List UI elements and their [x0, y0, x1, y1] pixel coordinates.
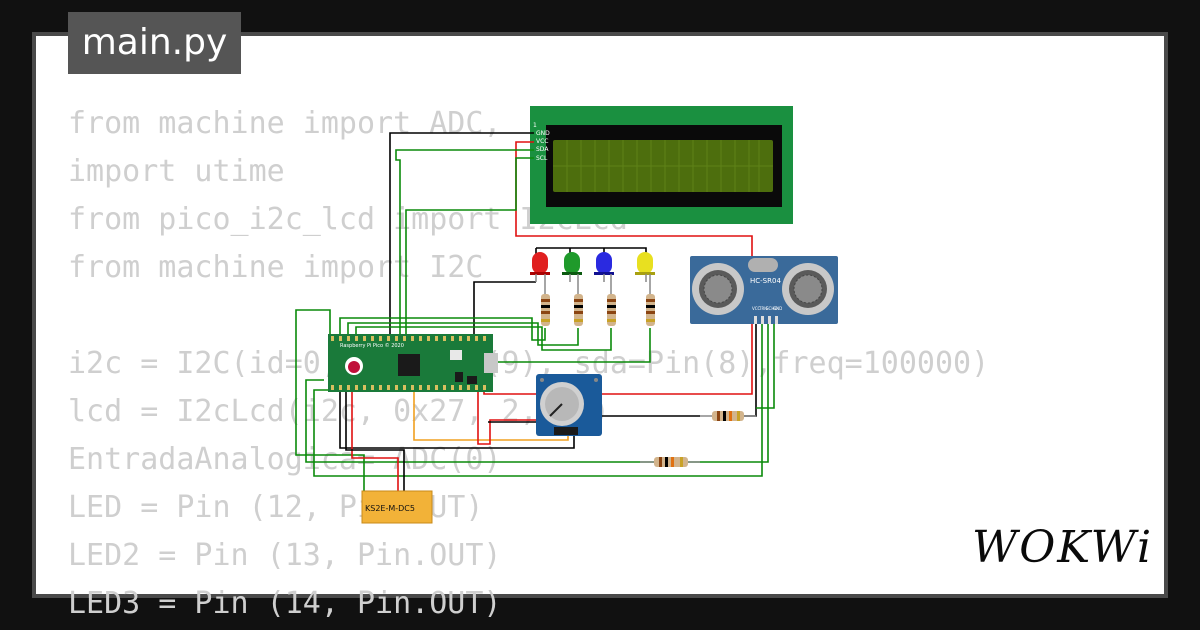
lcd-pin-label: VCC — [536, 138, 548, 145]
wokwi-logo: WOKWi — [972, 522, 1154, 573]
resistor — [646, 294, 655, 326]
resistor — [541, 294, 550, 326]
code-line: LED2 = Pin (13, Pin.OUT) — [68, 538, 502, 573]
lcd-pin-label: GND — [536, 130, 550, 137]
led-green[interactable] — [562, 252, 582, 294]
led-yellow[interactable] — [635, 252, 655, 294]
potentiometer[interactable] — [536, 374, 602, 436]
led-body — [532, 252, 548, 274]
file-tab[interactable]: main.py — [68, 12, 241, 74]
ultrasonic-model-label: HC-SR04 — [750, 277, 781, 285]
led-red[interactable] — [530, 252, 550, 294]
led-body — [564, 252, 580, 274]
lcd-pin-label: 1 — [533, 122, 537, 129]
ultrasonic-pin-label: ECHO — [766, 306, 777, 311]
code-line: import utime — [68, 154, 285, 189]
led-body — [637, 252, 653, 274]
lcd-pin-label: SDA — [536, 146, 549, 153]
pico-chip — [398, 354, 420, 376]
code-line: from machine import ADC, — [68, 106, 502, 141]
resistor-horizontal — [700, 411, 756, 421]
ultrasonic-sensor[interactable]: HC-SR04 VCC TRIG ECHO GND — [690, 256, 838, 324]
pico-board-label: Raspberry Pi Pico © 2020 — [340, 342, 404, 349]
resistor — [574, 294, 583, 326]
ultrasonic-pin-label: VCC — [752, 306, 761, 311]
relay-module[interactable]: KS2E-M-DC5 — [361, 490, 433, 524]
code-line: from machine import I2C — [68, 250, 484, 285]
relay-label: KS2E-M-DC5 — [365, 504, 415, 513]
led-resistors — [541, 294, 655, 326]
led-blue[interactable] — [594, 252, 614, 294]
ultrasonic-pin-label: GND — [773, 306, 782, 311]
lcd-pin-label: SCL — [536, 155, 548, 162]
resistor — [607, 294, 616, 326]
ultrasonic-pin-label: TRIG — [758, 306, 769, 311]
pico-board[interactable]: Raspberry Pi Pico © 2020 — [328, 334, 498, 392]
code-line: LED3 = Pin (14, Pin.OUT) — [68, 586, 502, 621]
resistor-horizontal — [640, 457, 700, 467]
lcd-display[interactable]: 1 GND VCC SDA SCL — [530, 106, 793, 224]
led-body — [596, 252, 612, 274]
